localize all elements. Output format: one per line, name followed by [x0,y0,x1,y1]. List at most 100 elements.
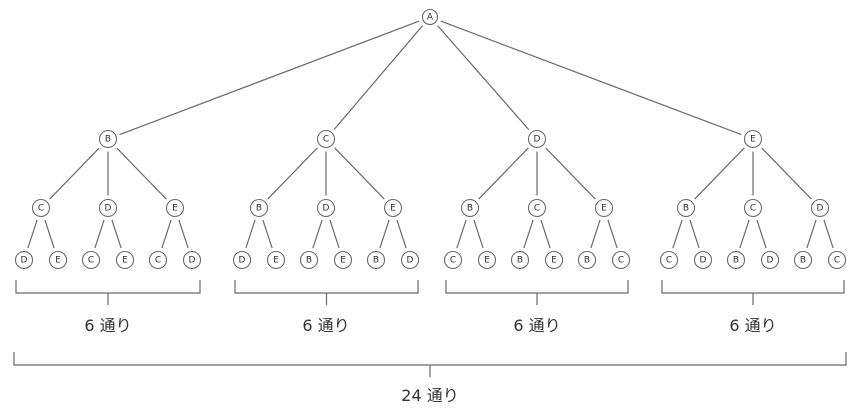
node-circle [249,198,269,218]
edge-level-3 [329,219,340,249]
node-label: B [306,256,312,266]
node-label: D [323,204,330,214]
edge-level-3 [245,219,256,249]
node-label: D [700,256,707,266]
node-label: C [666,256,672,266]
leaf-node: D [232,250,252,270]
leaf-node: D [760,250,780,270]
edge-level-2 [267,147,318,200]
node-label: E [172,204,178,214]
leaf-node: B [510,250,530,270]
edge-level-2 [545,147,596,200]
node-circle [693,250,713,270]
edge-level-3 [379,219,390,249]
node-circle [148,250,168,270]
leaf-node: E [266,250,286,270]
node-circle [31,198,51,218]
node-circle [676,198,696,218]
edge-level-3 [756,219,767,249]
edge-level-3 [27,219,38,249]
node-circle [510,250,530,270]
node-circle [659,250,679,270]
edge-level-2 [334,147,385,200]
edge-level-3 [312,219,323,249]
node-label: C [450,256,456,266]
edge-level-3 [590,219,601,249]
edge-level-3 [823,219,834,249]
level-1-node: E [743,129,763,149]
node-label: E [390,204,396,214]
node-circle [266,250,286,270]
group-count-label-3: 6 通り [513,316,560,335]
group-bracket-3 [445,280,629,305]
leaf-node: C [81,250,101,270]
edge-level-3 [44,219,55,249]
level-1-node: D [527,129,547,149]
node-label: E [340,256,346,266]
node-label: D [407,256,414,266]
node-label: D [239,256,246,266]
group-bracket-4 [661,280,845,305]
node-circle [460,198,480,218]
edge-level-3 [607,219,618,249]
leaf-node: B [726,250,746,270]
node-label: B [256,204,262,214]
leaf-node: E [477,250,497,270]
node-label: E [601,204,607,214]
node-circle [743,129,763,149]
level-2-node: C [527,198,547,218]
level-2-node: D [316,198,336,218]
edge-level-1 [440,20,742,136]
node-label: D [21,256,28,266]
level-2-node: B [460,198,480,218]
edge-level-3 [111,219,122,249]
level-2-node: C [743,198,763,218]
count-labels: 6 通り 6 通り 6 通り 6 通り 24 通り [84,316,776,405]
node-circle [400,250,420,270]
node-circle [98,129,118,149]
edge-level-3 [739,219,750,249]
level-2-node: D [98,198,118,218]
edge-level-3 [806,219,817,249]
node-label: E [273,256,279,266]
node-circle [743,198,763,218]
edge-level-3 [689,219,700,249]
leaf-node: C [827,250,847,270]
node-circle [726,250,746,270]
level-2-node: E [165,198,185,218]
node-circle [577,250,597,270]
level-2-node: E [383,198,403,218]
edge-level-3 [473,219,484,249]
node-circle [182,250,202,270]
node-circle [299,250,319,270]
level-1-node: B [98,129,118,149]
node-label: B [733,256,739,266]
leaf-node: D [14,250,34,270]
total-bracket [13,352,847,377]
node-label: C [534,204,540,214]
edge-level-1 [437,25,530,130]
node-circle [827,250,847,270]
edge-level-3 [540,219,551,249]
edge-level-3 [178,219,189,249]
level-2-node: C [31,198,51,218]
node-label: C [834,256,840,266]
edge-level-3 [94,219,105,249]
node-circle [333,250,353,270]
node-label: D [767,256,774,266]
group-bracket-2 [234,280,419,305]
edge-level-3 [396,219,407,249]
tree-edges [27,20,834,249]
leaf-node: E [544,250,564,270]
leaf-node: C [148,250,168,270]
level-2-node: B [676,198,696,218]
node-circle [316,129,336,149]
edge-level-1 [119,20,420,136]
node-circle [760,250,780,270]
edge-level-3 [523,219,534,249]
node-circle [793,250,813,270]
edge-level-2 [478,147,529,200]
leaf-node: C [659,250,679,270]
node-circle [165,198,185,218]
node-label: B [373,256,379,266]
